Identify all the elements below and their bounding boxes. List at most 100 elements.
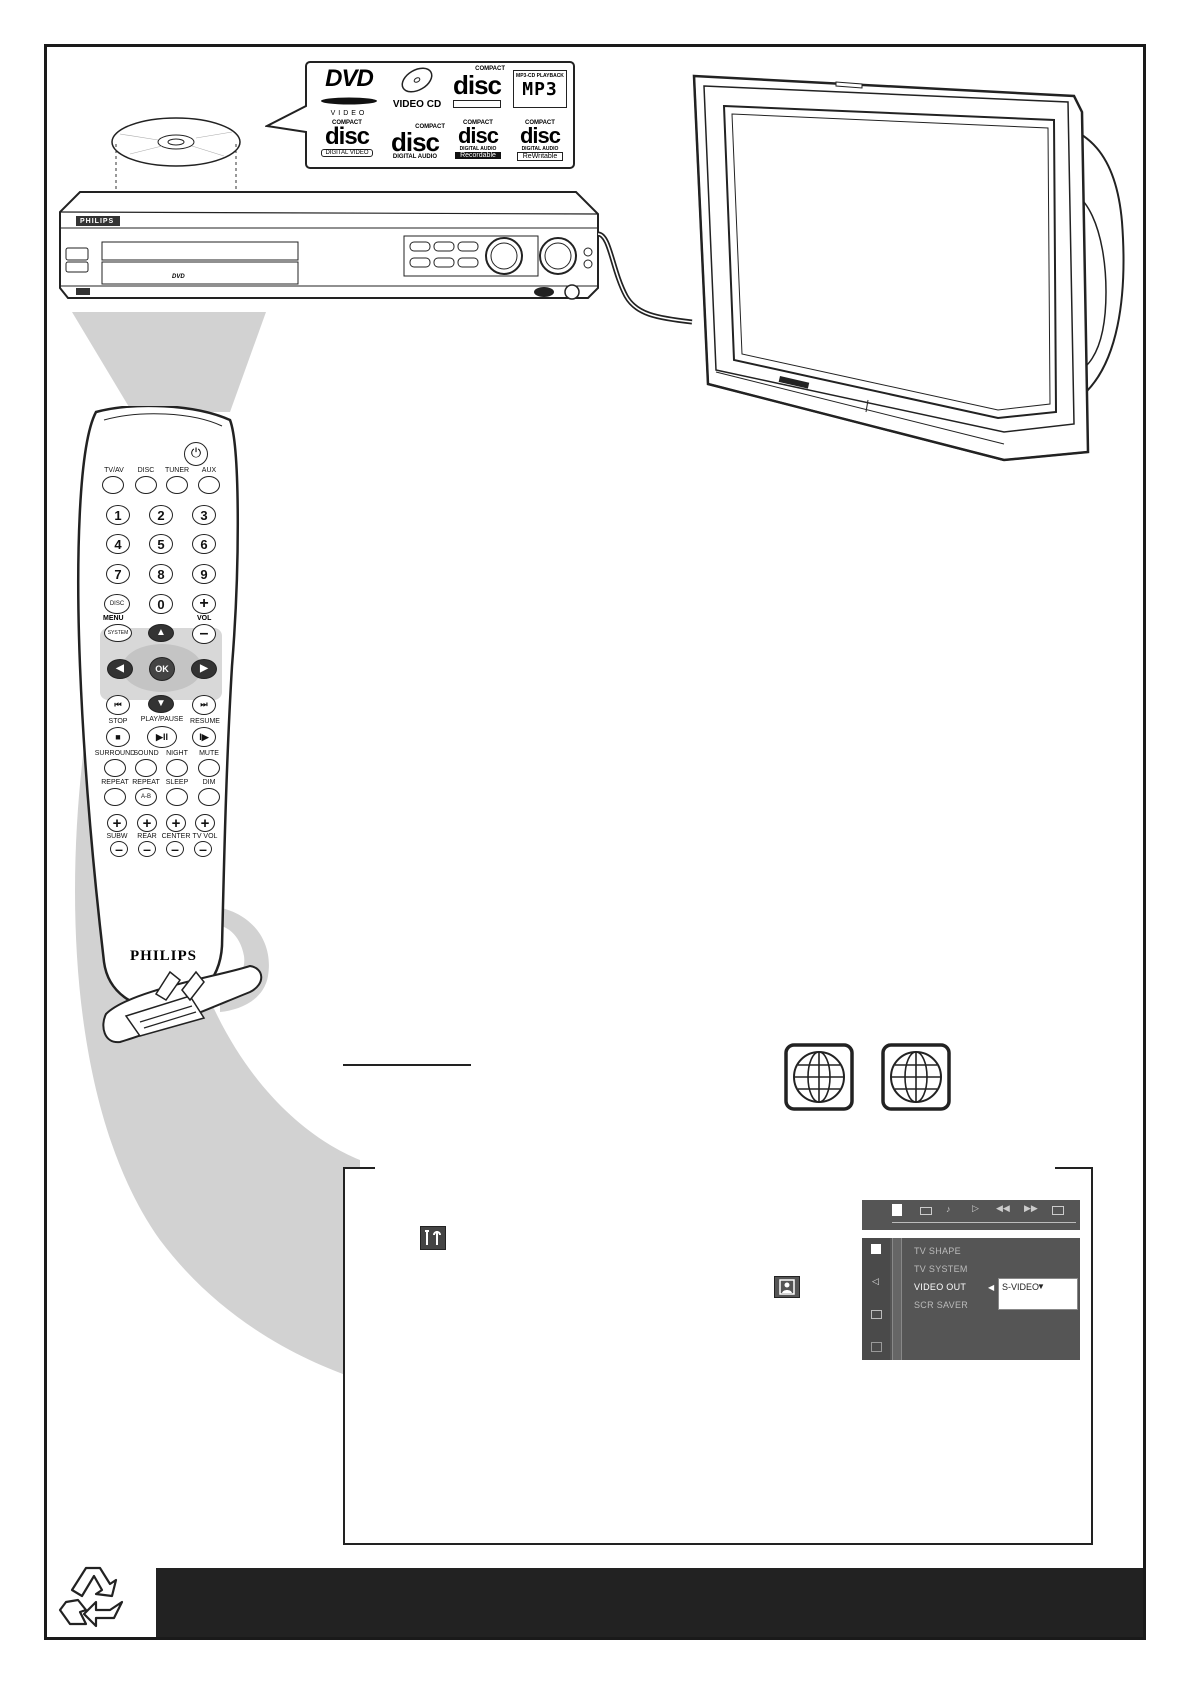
recordable-sub1: DIGITAL AUDIO	[459, 146, 497, 152]
rewritable-sub1: DIGITAL AUDIO	[521, 146, 559, 152]
tv-vol-minus-button[interactable]: –	[194, 841, 212, 857]
repeat-label: REPEAT	[101, 779, 129, 786]
play-pause-button[interactable]: ▶II	[147, 726, 177, 748]
digital-video-logo: COMPACT disc DIGITAL VIDEO	[319, 120, 375, 166]
recordable-top: COMPACT	[463, 120, 493, 126]
digit-7-button[interactable]: 7	[106, 564, 130, 584]
osd-item-scr-saver[interactable]: SCR SAVER	[914, 1300, 969, 1310]
dvd-logo-text: DVD	[325, 65, 374, 92]
digit-4-button[interactable]: 4	[106, 534, 130, 554]
digital-audio-logo: COMPACT disc DIGITAL AUDIO	[385, 124, 445, 166]
compact-disc-top: COMPACT	[475, 66, 505, 72]
resume-label: RESUME	[190, 718, 220, 725]
vol-label: VOL	[197, 615, 212, 622]
tv-av-button[interactable]	[102, 476, 124, 494]
center-plus-button[interactable]: +	[166, 814, 186, 832]
osd-item-video-out[interactable]: VIDEO OUT	[914, 1282, 967, 1292]
dvd-player-illustration	[59, 191, 599, 300]
digit-8-button[interactable]: 8	[149, 564, 173, 584]
resume-button[interactable]: I▶	[192, 727, 216, 747]
section-underline	[343, 1064, 471, 1066]
dim-button[interactable]	[198, 788, 220, 806]
video-setup-icon	[774, 1276, 800, 1298]
av-cable	[597, 231, 693, 325]
footer-bar	[156, 1568, 1143, 1637]
ok-button[interactable]: OK	[149, 657, 175, 681]
ir-beam	[72, 312, 266, 412]
down-button[interactable]: ▼	[148, 695, 174, 713]
osd-sidebar	[862, 1238, 890, 1360]
digit-6-button[interactable]: 6	[192, 534, 216, 554]
disc-menu-bottom-label: MENU	[103, 615, 124, 622]
tv-vol-plus-button[interactable]: +	[195, 814, 215, 832]
rear-plus-button[interactable]: +	[137, 814, 157, 832]
dvd-video-logo: DVD VIDEO	[317, 65, 381, 117]
digit-2-button[interactable]: 2	[149, 505, 173, 525]
surround-label: SURROUND	[94, 750, 136, 757]
sound-button[interactable]	[135, 759, 157, 777]
aux-button[interactable]	[198, 476, 220, 494]
digit-5-button[interactable]: 5	[149, 534, 173, 554]
video-cd-logo: VIDEO CD	[389, 66, 445, 112]
previous-button[interactable]: ⏮	[106, 695, 130, 715]
disc-button[interactable]	[135, 476, 157, 494]
subw-minus-button[interactable]: –	[110, 841, 128, 857]
sound-label: SOUND	[133, 750, 159, 757]
osd-play-icon: ▷	[972, 1203, 979, 1213]
compact-disc-main: disc	[452, 70, 502, 100]
repeat-ab-button[interactable]: A-B	[135, 788, 157, 806]
up-button[interactable]: ▲	[148, 624, 174, 642]
vol-minus-button[interactable]: –	[192, 624, 216, 644]
osd-preference-tab-icon[interactable]	[871, 1310, 882, 1319]
center-minus-button[interactable]: –	[166, 841, 184, 857]
system-menu-button[interactable]: SYSTEM	[104, 624, 132, 642]
mp3-cd-main: MP3	[522, 79, 558, 100]
subw-label: SUBW	[106, 833, 128, 840]
tuner-button[interactable]	[166, 476, 188, 494]
mute-label: MUTE	[199, 750, 219, 757]
vol-plus-button[interactable]: +	[192, 594, 216, 614]
rear-minus-button[interactable]: –	[138, 841, 156, 857]
osd-progress-line	[892, 1222, 1076, 1223]
sleep-button[interactable]	[166, 788, 188, 806]
osd-toolbar: ♪ ▷ ◀◀ ▶▶	[862, 1200, 1080, 1230]
subw-plus-button[interactable]: +	[107, 814, 127, 832]
right-button[interactable]: ▶	[191, 659, 217, 679]
surround-button[interactable]	[104, 759, 126, 777]
stop-button[interactable]: ■	[106, 727, 130, 747]
play-pause-label: PLAY/PAUSE	[140, 716, 184, 723]
digit-0-button[interactable]: 0	[149, 594, 173, 614]
rewritable-main: disc	[519, 123, 561, 148]
mp3-cd-top: MP3-CD PLAYBACK	[516, 73, 564, 79]
repeat-button[interactable]	[104, 788, 126, 806]
digit-3-button[interactable]: 3	[192, 505, 216, 525]
repeat-ab-label: REPEAT	[132, 779, 160, 786]
setup-menu-icon	[420, 1226, 446, 1250]
osd-value-box[interactable]: S-VIDEO ▼	[998, 1278, 1078, 1310]
left-button[interactable]: ◀	[107, 659, 133, 679]
recordable-main: disc	[457, 123, 499, 148]
osd-video-tab-icon[interactable]	[871, 1244, 881, 1254]
mute-button[interactable]	[198, 759, 220, 777]
dim-label: DIM	[202, 779, 216, 786]
center-label: CENTER	[161, 833, 191, 840]
osd-item-tv-system[interactable]: TV SYSTEM	[914, 1264, 968, 1274]
osd-lock-tab-icon[interactable]	[871, 1342, 882, 1352]
next-button[interactable]: ⏭	[192, 695, 216, 715]
player-tray-label: DVD	[172, 274, 185, 280]
digital-audio-top: COMPACT	[415, 124, 445, 130]
osd-item-tv-shape[interactable]: TV SHAPE	[914, 1246, 961, 1256]
player-brand: PHILIPS	[80, 218, 115, 225]
osd-menu-panel: ◁ TV SHAPE TV SYSTEM VIDEO OUT SCR SAVER…	[862, 1238, 1080, 1360]
disc-menu-button[interactable]: DISC	[104, 594, 130, 614]
digit-9-button[interactable]: 9	[192, 564, 216, 584]
power-button[interactable]: ⏻	[184, 442, 208, 466]
osd-camera-icon	[1052, 1206, 1064, 1215]
digit-1-button[interactable]: 1	[106, 505, 130, 525]
osd-subtitle-icon	[920, 1207, 932, 1215]
disc-illustration	[111, 117, 241, 272]
osd-audio-tab-icon[interactable]: ◁	[872, 1276, 879, 1286]
night-button[interactable]	[166, 759, 188, 777]
recordable-sub2: Recordable	[455, 152, 501, 159]
disc-menu-top-label: DISC	[109, 601, 125, 607]
